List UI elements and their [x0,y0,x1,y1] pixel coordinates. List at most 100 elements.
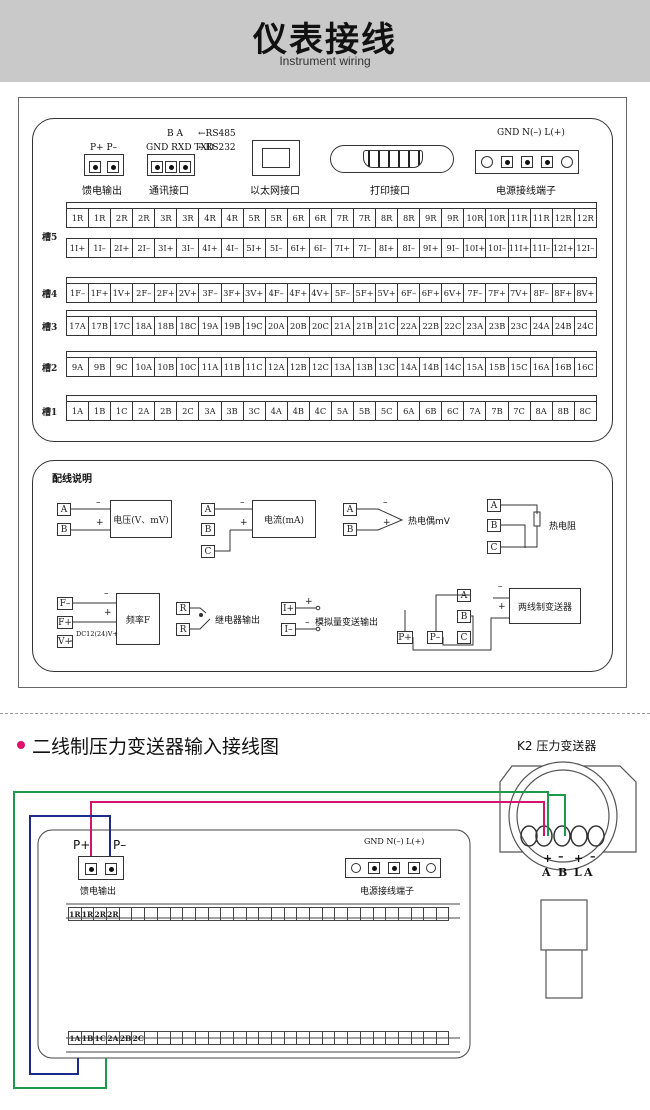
terminal-cell[interactable]: 9B [89,358,112,376]
mini-terminal[interactable] [334,907,348,921]
print-port[interactable] [330,145,454,173]
mini-terminal[interactable] [271,907,284,921]
mini-terminal[interactable] [169,907,183,921]
terminal-cell[interactable]: 14C [442,358,465,376]
terminal-cell[interactable]: 11R [509,209,531,227]
terminal-cell[interactable]: 9R [442,209,465,227]
mini-terminal[interactable] [245,1031,259,1045]
terminal-cell[interactable]: 18B [155,317,178,335]
terminal-cell[interactable]: 6B [420,402,443,420]
terminal-cell[interactable]: 13A [332,358,355,376]
terminal-cell[interactable]: 7R [354,209,377,227]
power-terminal-n[interactable] [521,156,533,168]
terminal-cell[interactable]: 20B [288,317,310,335]
mini-terminal[interactable] [194,907,208,921]
terminal-cell[interactable]: 8I– [398,239,421,257]
mini-terminal[interactable]: 2B [118,1031,132,1045]
mini-terminal[interactable] [283,1031,297,1045]
mini-terminal[interactable]: 1R [68,907,81,921]
terminal-cell[interactable]: 9R [420,209,443,227]
mini-terminal[interactable] [144,1031,157,1045]
terminal-cell[interactable]: 8R [376,209,399,227]
terminal-cell[interactable]: 10R [486,209,509,227]
terminal-cell[interactable]: 19A [199,317,222,335]
terminal-cell[interactable]: 9C [111,358,134,376]
terminal-cell[interactable]: 1F– [67,284,90,302]
terminal-cell[interactable]: 6R [288,209,310,227]
terminal-cell[interactable]: 17A [67,317,90,335]
terminal-cell[interactable]: 3R [177,209,200,227]
terminal-cell[interactable]: 12I– [576,243,595,253]
terminal-cell[interactable]: 1I+ [67,239,90,257]
terminal-cell[interactable]: 7I+ [332,239,355,257]
bottom-feed-terminal-minus[interactable] [105,863,117,875]
terminal-cell[interactable]: 9A [67,358,90,376]
terminal-cell[interactable]: 12R [553,209,575,227]
comm-terminal-rxd[interactable] [165,161,177,173]
terminal-cell[interactable]: 5R [244,209,266,227]
mini-terminal[interactable]: 1R [80,907,94,921]
terminal-cell[interactable]: 4F+ [288,284,310,302]
mini-terminal[interactable] [435,907,449,921]
mini-terminal[interactable] [423,907,436,921]
mini-terminal[interactable] [271,1031,284,1045]
terminal-cell[interactable]: 12A [266,358,288,376]
terminal-cell[interactable]: 21C [376,317,399,335]
power-terminal-gnd[interactable] [501,156,513,168]
terminal-cell[interactable]: 4I– [222,239,244,257]
terminal-cell[interactable]: 24A [531,317,553,335]
mini-terminal[interactable] [347,1031,360,1045]
terminal-cell[interactable]: 9I– [442,239,465,257]
terminal-cell[interactable]: 22A [398,317,421,335]
mini-terminal[interactable] [385,1031,398,1045]
mini-terminal[interactable] [410,1031,424,1045]
terminal-cell[interactable]: 15C [509,358,531,376]
mini-terminal[interactable]: 2A [106,1031,119,1045]
terminal-cell[interactable]: 6F+ [420,284,443,302]
comm-terminal-txd[interactable] [179,161,191,173]
terminal-cell[interactable]: 4B [288,402,310,420]
terminal-cell[interactable]: 23A [464,317,487,335]
terminal-cell[interactable]: 4R [199,209,222,227]
terminal-cell[interactable]: 7F+ [486,284,509,302]
mini-terminal[interactable] [359,907,373,921]
feed-terminal-plus[interactable] [89,161,101,173]
comm-terminal-gnd[interactable] [151,161,163,173]
terminal-cell[interactable]: 2F+ [155,284,178,302]
terminal-cell[interactable]: 22C [442,317,465,335]
terminal-cell[interactable]: 17C [111,317,134,335]
terminal-cell[interactable]: 8A [531,402,553,420]
terminal-cell[interactable]: 10R [464,209,487,227]
mini-terminal[interactable] [258,1031,271,1045]
terminal-cell[interactable]: 1A [67,402,90,420]
terminal-cell[interactable]: 6F– [398,284,421,302]
bottom-power-terminal-gnd[interactable] [368,862,380,874]
terminal-cell[interactable]: 18A [133,317,156,335]
terminal-cell[interactable]: 21B [354,317,377,335]
mini-terminal[interactable] [334,1031,348,1045]
terminal-cell[interactable]: 8F– [531,284,553,302]
terminal-cell[interactable]: 6I+ [288,239,310,257]
terminal-cell[interactable]: 15B [486,358,509,376]
mini-terminal[interactable] [182,1031,195,1045]
terminal-cell[interactable]: 1R [67,209,90,227]
power-terminal-l[interactable] [541,156,553,168]
mini-terminal[interactable] [410,907,424,921]
mini-terminal[interactable] [372,907,386,921]
terminal-cell[interactable]: 10B [155,358,178,376]
mini-terminal[interactable] [321,1031,335,1045]
terminal-cell[interactable]: 4I+ [199,239,222,257]
terminal-cell[interactable]: 16C [576,362,594,372]
terminal-cell[interactable]: 7V+ [509,284,531,302]
terminal-cell[interactable]: 4A [266,402,288,420]
terminal-cell[interactable]: 5B [354,402,377,420]
terminal-cell[interactable]: 10I– [486,239,509,257]
terminal-cell[interactable]: 3F+ [222,284,244,302]
terminal-cell[interactable]: 11R [531,209,553,227]
terminal-cell[interactable]: 6V+ [442,284,465,302]
mini-terminal[interactable] [156,907,170,921]
terminal-cell[interactable]: 24B [553,317,575,335]
terminal-cell[interactable]: 3F– [199,284,222,302]
terminal-cell[interactable]: 7I– [354,239,377,257]
terminal-cell[interactable]: 2A [133,402,156,420]
